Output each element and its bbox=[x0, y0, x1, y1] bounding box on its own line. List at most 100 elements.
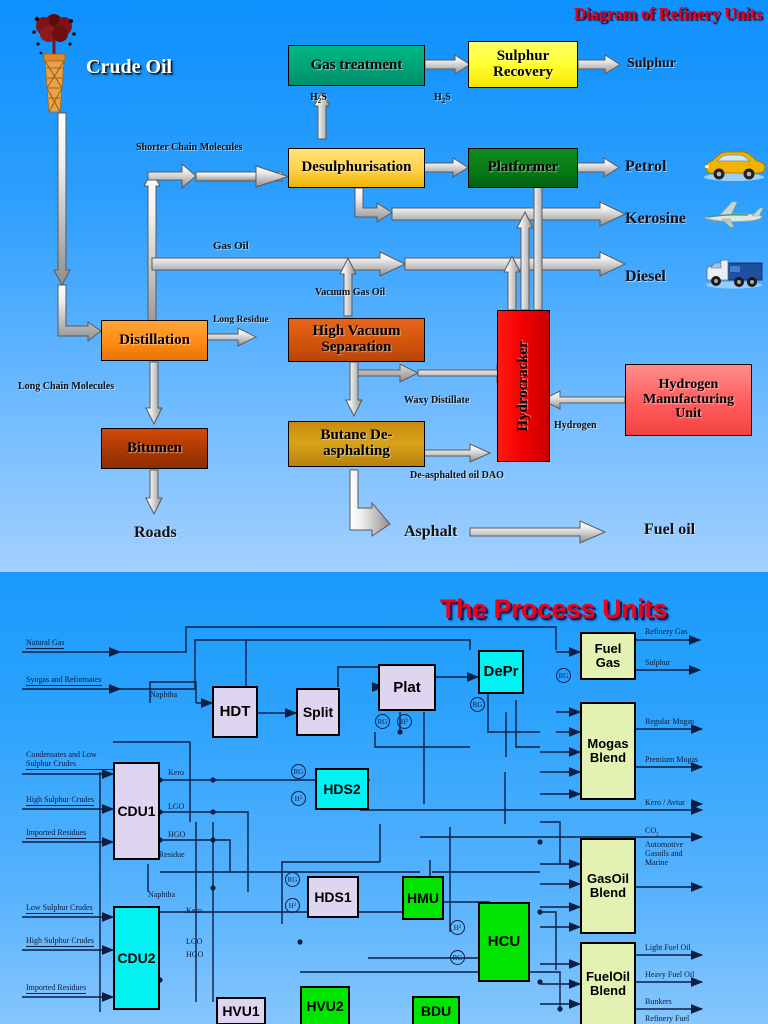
unit2-hvu1-label: HVU1 bbox=[222, 1002, 260, 1019]
product-roads: Roads bbox=[134, 524, 177, 541]
car-icon bbox=[702, 148, 766, 187]
unit2-fuel-gas-label: Fuel Gas bbox=[594, 641, 622, 670]
truck-icon bbox=[702, 255, 766, 294]
unit2-hds2-label: HDS2 bbox=[323, 780, 361, 797]
unit-sulphur-recovery-label: Sulphur Recovery bbox=[493, 47, 553, 80]
output-refinery-gas: Refinery Gas bbox=[645, 627, 688, 636]
unit2-plat: Plat bbox=[378, 664, 436, 711]
unit2-gasoil-blend: GasOil Blend bbox=[580, 838, 636, 934]
panel1-flow-arrows bbox=[53, 54, 627, 544]
unit2-gasoil-label: GasOil Blend bbox=[587, 871, 629, 900]
tag-rg-plat: RG bbox=[375, 714, 390, 729]
unit2-hvu2-label: HVU2 bbox=[306, 997, 344, 1014]
unit-desulphurisation: Desulphurisation bbox=[288, 148, 425, 188]
unit2-bdu-label: BDU bbox=[420, 1002, 452, 1019]
output-co2: CO2 bbox=[645, 826, 659, 838]
unit2-hdt-label: HDT bbox=[219, 703, 251, 721]
unit2-fueloil-label: FuelOil Blend bbox=[585, 969, 631, 998]
stream-lgo-1: LGO bbox=[168, 802, 185, 811]
product-sulphur: Sulphur bbox=[627, 56, 677, 71]
unit2-hvu1: HVU1 bbox=[216, 997, 266, 1024]
input-high-sulphur-1: High Sulphur Crudes bbox=[26, 795, 94, 807]
unit-butane-label: Butane De-asphalting bbox=[320, 427, 393, 459]
unit-hydrocracker: Hydrocracker bbox=[497, 310, 550, 462]
panel-refinery-units: Diagram of Refinery Units bbox=[0, 0, 768, 572]
unit-hmu-label: Hydrogen Manufacturing Unit bbox=[643, 376, 734, 422]
unit2-split: Split bbox=[296, 688, 340, 736]
tag-rg-fuelgas: RG bbox=[556, 668, 571, 683]
unit2-bdu: BDU bbox=[412, 996, 460, 1024]
unit2-hds2: HDS2 bbox=[315, 768, 369, 810]
unit-bitumen-label: Bitumen bbox=[126, 439, 182, 456]
unit2-hcu: HCU bbox=[478, 902, 530, 982]
panel-process-units: The Process Units bbox=[0, 572, 768, 1024]
panel2-title: The Process Units bbox=[440, 594, 668, 624]
input-imported-residues-1: Imported Residues bbox=[26, 828, 87, 840]
label-gas-oil: Gas Oil bbox=[213, 240, 249, 252]
unit-high-vacuum-label: High Vacuum Separation bbox=[312, 323, 401, 355]
product-petrol: Petrol bbox=[625, 158, 667, 175]
input-imported-residues-2: Imported Residues bbox=[26, 983, 87, 995]
panel1-title: Diagram of Refinery Units bbox=[573, 4, 762, 23]
input-high-sulphur-2: High Sulphur Crudes bbox=[26, 936, 94, 948]
unit2-cdu2-label: CDU2 bbox=[117, 949, 156, 966]
output-heavy-fuel-oil: Heavy Fuel Oil bbox=[645, 970, 695, 979]
crude-oil-label: Crude Oil bbox=[86, 56, 173, 78]
unit2-mogas-label: Mogas Blend bbox=[587, 736, 629, 765]
unit-hydrogen-manufacturing: Hydrogen Manufacturing Unit bbox=[625, 364, 752, 436]
tag-rg-hds1: RG bbox=[285, 872, 300, 887]
input-condensates: Condensates and Low Sulphur Crudes bbox=[26, 750, 118, 771]
output-sulphur: Sulphur bbox=[645, 658, 671, 667]
tag-rg-hds2: RG bbox=[291, 764, 306, 779]
unit2-hds1: HDS1 bbox=[307, 876, 359, 918]
stream-kero-1: Kero bbox=[168, 768, 184, 777]
unit2-hds1-label: HDS1 bbox=[314, 888, 352, 905]
unit-platformer-label: Platformer bbox=[487, 159, 559, 176]
label-waxy-distillate: Waxy Distillate bbox=[404, 395, 470, 406]
label-hydrogen: Hydrogen bbox=[554, 420, 597, 431]
unit2-cdu1-label: CDU1 bbox=[117, 802, 156, 819]
unit2-hvu2: HVU2 bbox=[300, 986, 350, 1024]
unit2-depr-label: DePr bbox=[483, 663, 519, 681]
input-natural-gas: Natural Gas bbox=[26, 638, 65, 650]
label-h2s-right: H2S bbox=[434, 92, 451, 105]
unit-bitumen: Bitumen bbox=[101, 428, 208, 469]
unit-platformer: Platformer bbox=[468, 148, 578, 188]
unit2-fueloil-blend: FuelOil Blend bbox=[580, 942, 636, 1024]
product-asphalt: Asphalt bbox=[404, 523, 458, 540]
product-fuel-oil: Fuel oil bbox=[644, 521, 696, 538]
label-long-chain: Long Chain Molecules bbox=[18, 381, 115, 392]
tag-rg-hcu: RG bbox=[450, 950, 465, 965]
stream-hgo-1: HGO bbox=[168, 830, 186, 839]
unit2-plat-label: Plat bbox=[393, 678, 421, 696]
airplane-icon bbox=[700, 198, 766, 233]
unit2-split-label: Split bbox=[302, 703, 334, 720]
unit2-hmu-label: HMU bbox=[407, 889, 439, 906]
input-syngas: Syngas and Reformates bbox=[26, 675, 102, 687]
stream-long-residue: Long Residue bbox=[140, 850, 185, 859]
label-dao: De-asphalted oil DAO bbox=[410, 470, 504, 481]
unit2-hmu: HMU bbox=[402, 876, 444, 920]
tag-rg-depr: RG bbox=[470, 697, 485, 712]
output-light-fuel-oil: Light Fuel Oil bbox=[645, 943, 691, 952]
label-vacuum-gas-oil: Vacuum Gas Oil bbox=[315, 287, 386, 298]
unit-hydrocracker-label: Hydrocracker bbox=[514, 340, 531, 432]
output-regular-mogas: Regular Mogas bbox=[645, 717, 695, 726]
stream-naphtha-1: Naphtha bbox=[150, 690, 178, 699]
output-refinery-fuel: Refinery Fuel bbox=[645, 1014, 690, 1023]
unit2-hdt: HDT bbox=[212, 686, 258, 738]
label-shorter-chain: Shorter Chain Molecules bbox=[136, 142, 243, 153]
stream-naphtha-2: Naphtha bbox=[148, 890, 176, 899]
output-bunkers: Bunkers bbox=[645, 997, 672, 1006]
label-h2s-left: H2S bbox=[310, 92, 327, 105]
product-kerosine: Kerosine bbox=[625, 210, 687, 227]
output-automotive-gasoils: Automotive Gasoils and Marine bbox=[645, 840, 684, 868]
unit2-cdu1: CDU1 bbox=[113, 762, 160, 860]
unit-distillation: Distillation bbox=[101, 320, 208, 361]
input-low-sulphur: Low Sulphur Crudes bbox=[26, 903, 93, 915]
unit2-hcu-label: HCU bbox=[487, 933, 521, 951]
